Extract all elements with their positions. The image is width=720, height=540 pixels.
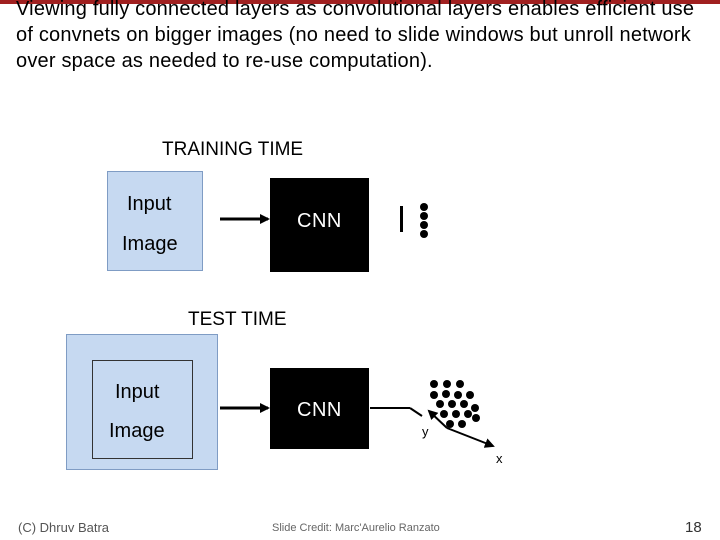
test-output-grid: [430, 380, 480, 428]
grid-dot: [460, 400, 468, 408]
test-cnn-box: [270, 368, 369, 449]
training-output-dot: [420, 221, 428, 229]
grid-dot: [442, 390, 450, 398]
axis-y-label: y: [422, 424, 429, 439]
grid-dot: [466, 391, 474, 399]
footer-credit: Slide Credit: Marc'Aurelio Ranzato: [272, 522, 440, 534]
axis-x-label: x: [496, 451, 503, 466]
training-output-bar: [400, 206, 403, 232]
grid-dot: [440, 410, 448, 418]
grid-dot: [436, 400, 444, 408]
test-time-label: TEST TIME: [188, 309, 287, 330]
grid-dot: [430, 391, 438, 399]
training-time-label: TRAINING TIME: [162, 139, 304, 160]
test-input-label: Input: [115, 381, 160, 403]
grid-dot: [458, 420, 466, 428]
intro-text: Viewing fully connected layers as convol…: [16, 0, 695, 72]
training-cnn-label: CNN: [297, 210, 342, 232]
test-cnn-out-tick: [409, 407, 423, 417]
grid-dot: [454, 391, 462, 399]
top-accent-bar: [0, 0, 720, 4]
training-cnn-box: [270, 178, 369, 272]
y-axis-arrow: [427, 409, 448, 429]
footer-author: (C) Dhruv Batra: [18, 520, 110, 535]
test-image-label: Image: [109, 420, 165, 442]
training-output-dot: [420, 230, 428, 238]
grid-dot: [446, 420, 454, 428]
training-input-image-box: [107, 171, 203, 271]
grid-dot: [471, 404, 479, 412]
grid-dot: [448, 400, 456, 408]
training-output-dot: [420, 203, 428, 211]
grid-dot: [464, 410, 472, 418]
test-cnn-label: CNN: [297, 399, 342, 421]
training-output-dots: [400, 203, 428, 238]
training-image-label: Image: [122, 233, 178, 255]
grid-dot: [443, 380, 451, 388]
grid-dot: [430, 380, 438, 388]
x-axis-arrow: [446, 427, 495, 448]
training-output-dot: [420, 212, 428, 220]
test-input-image-box: [92, 360, 193, 459]
training-input-label: Input: [127, 193, 172, 215]
grid-dot: [456, 380, 464, 388]
grid-dot: [472, 414, 480, 422]
grid-dot: [452, 410, 460, 418]
page-number: 18: [685, 519, 702, 536]
